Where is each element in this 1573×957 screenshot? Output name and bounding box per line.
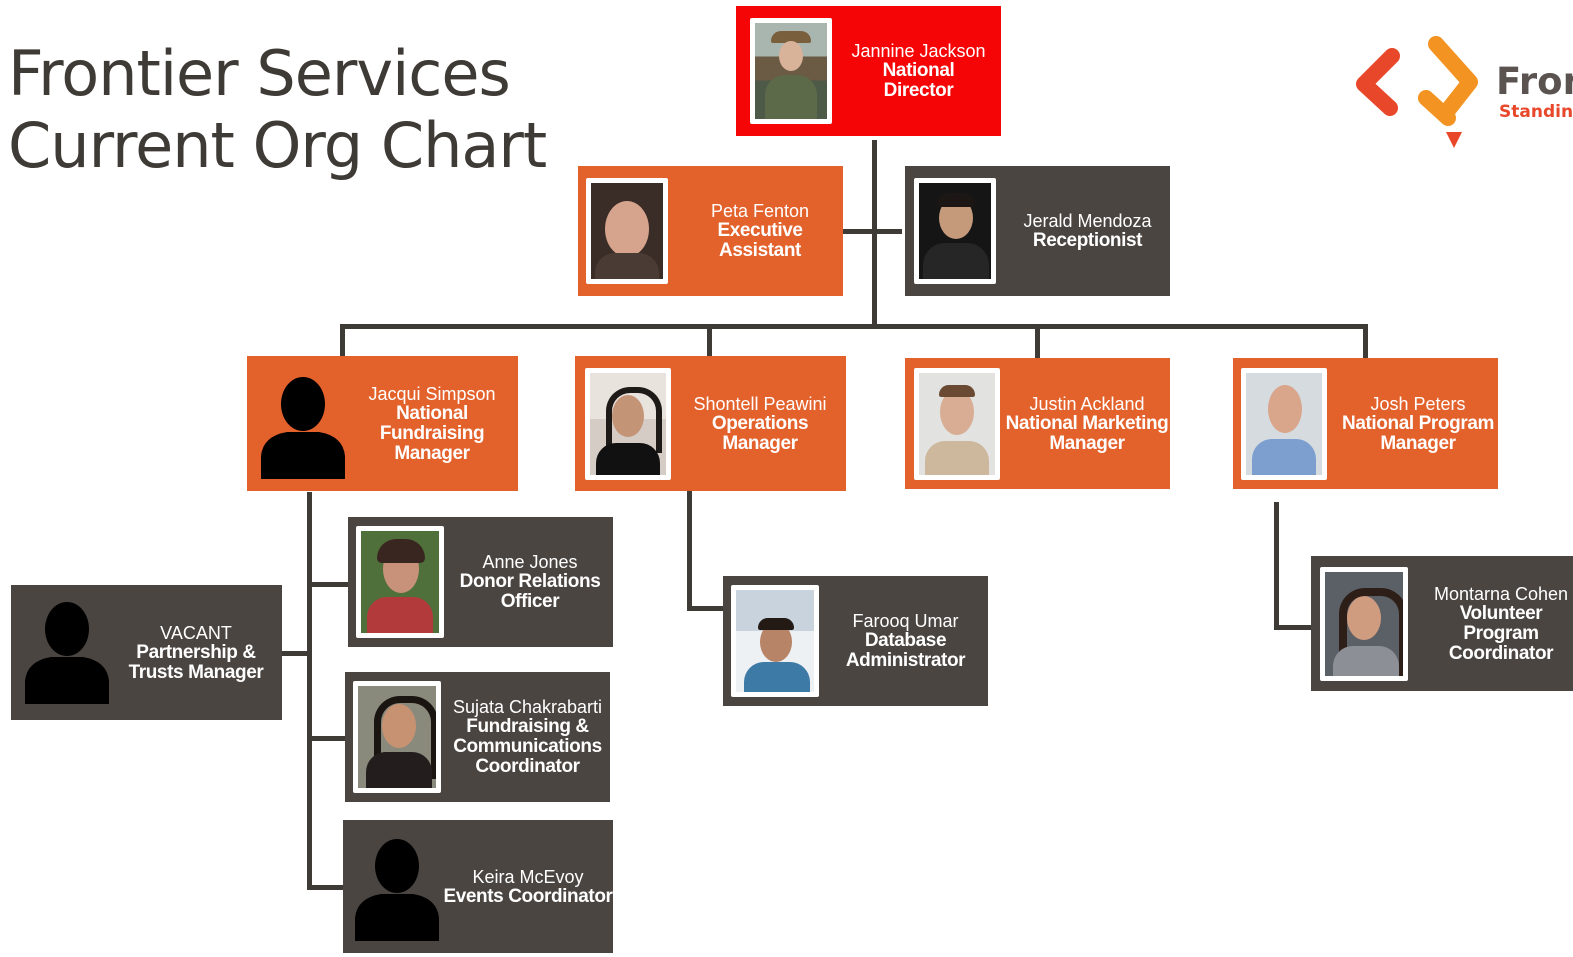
name-farooq-umar: Farooq Umar [852, 611, 959, 631]
name-anne-jones: Anne Jones [482, 552, 578, 572]
card-vacant[interactable]: VACANT Partnership & Trusts Manager [11, 585, 282, 720]
text-keira-mcevoy: Keira McEvoy Events Coordinator [443, 867, 613, 907]
card-jannine-jackson[interactable]: Jannine Jackson National Director [736, 6, 1001, 136]
name-justin-ackland: Justin Ackland [1029, 393, 1145, 414]
role-montarna-cohen: Volunteer Program Coordinator [1448, 602, 1554, 664]
name-sujata-chakrabarti: Sujata Chakrabarti [452, 697, 603, 717]
name-jannine-jackson: Jannine Jackson [851, 41, 986, 61]
connector-anne [307, 582, 349, 587]
connector-operations-trunk [687, 490, 692, 611]
connector-director-trunk [872, 140, 877, 328]
connector-program-trunk [1274, 502, 1279, 630]
person-silhouette-icon [261, 377, 345, 479]
card-jacqui-simpson[interactable]: Jacqui Simpson National Fundraising Mana… [247, 356, 518, 491]
connector-managers-bar [340, 324, 1368, 329]
role-peta-fenton: Executive Assistant [717, 220, 803, 261]
photo-jerald-mendoza [914, 178, 996, 284]
card-farooq-umar[interactable]: Farooq Umar Database Administrator [723, 576, 988, 706]
name-shontell-peawini: Shontell Peawini [693, 393, 827, 414]
text-anne-jones: Anne Jones Donor Relations Officer [446, 552, 614, 612]
role-josh-peters: National Program Manager [1342, 412, 1494, 454]
connector-drop-josh [1363, 324, 1368, 358]
name-jerald-mendoza: Jerald Mendoza [1023, 211, 1152, 231]
card-montarna-cohen[interactable]: Montarna Cohen Volunteer Program Coordin… [1311, 556, 1573, 691]
connector-sujata [307, 736, 347, 741]
text-sujata-chakrabarti: Sujata Chakrabarti Fundraising & Communi… [445, 697, 610, 777]
person-silhouette-icon [25, 602, 109, 704]
name-peta-fenton: Peta Fenton [710, 201, 810, 221]
role-jerald-mendoza: Receptionist [1032, 230, 1143, 251]
name-jacqui-simpson: Jacqui Simpson [368, 383, 496, 404]
role-sujata-chakrabarti: Fundraising & Communications Coordinator [453, 716, 602, 777]
person-silhouette-icon [355, 839, 439, 941]
chart-title-line2: Current Org Chart [8, 109, 547, 182]
photo-shontell-peawini [585, 367, 671, 480]
card-anne-jones[interactable]: Anne Jones Donor Relations Officer [348, 517, 613, 647]
name-vacant: VACANT [160, 622, 232, 643]
photo-josh-peters [1241, 367, 1327, 480]
name-montarna-cohen: Montarna Cohen [1433, 583, 1569, 604]
connector-montarna [1274, 625, 1312, 630]
connector-vacant [281, 651, 311, 656]
text-shontell-peawini: Shontell Peawini Operations Manager [679, 394, 841, 454]
text-josh-peters: Josh Peters National Program Manager [1333, 394, 1503, 454]
photo-peta-fenton [586, 178, 668, 284]
connector-fundraising-trunk [307, 492, 312, 890]
text-vacant: VACANT Partnership & Trusts Manager [121, 623, 271, 683]
connector-drop-jacqui [340, 324, 345, 356]
text-peta-fenton: Peta Fenton Executive Assistant [675, 201, 845, 261]
text-jannine-jackson: Jannine Jackson National Director [836, 41, 1001, 101]
card-josh-peters[interactable]: Josh Peters National Program Manager [1233, 358, 1498, 489]
text-jacqui-simpson: Jacqui Simpson National Fundraising Mana… [362, 384, 502, 464]
logo-name: Fron [1496, 60, 1573, 103]
photo-anne-jones [356, 526, 444, 638]
photo-justin-ackland [914, 367, 1000, 480]
chart-title-line1: Frontier Services [8, 37, 511, 110]
photo-sujata-chakrabarti [353, 681, 441, 793]
name-keira-mcevoy: Keira McEvoy [472, 866, 584, 887]
card-keira-mcevoy[interactable]: Keira McEvoy Events Coordinator [343, 820, 613, 953]
role-jannine-jackson: National Director [882, 60, 955, 101]
card-peta-fenton[interactable]: Peta Fenton Executive Assistant [578, 166, 843, 296]
role-vacant: Partnership & Trusts Manager [128, 641, 264, 683]
text-jerald-mendoza: Jerald Mendoza Receptionist [1005, 211, 1170, 251]
card-jerald-mendoza[interactable]: Jerald Mendoza Receptionist [905, 166, 1170, 296]
chart-title: Frontier Services Current Org Chart [8, 37, 547, 182]
role-keira-mcevoy: Events Coordinator [443, 885, 613, 907]
card-sujata-chakrabarti[interactable]: Sujata Chakrabarti Fundraising & Communi… [345, 672, 610, 802]
connector-farooq [687, 606, 725, 611]
connector-assistants [842, 229, 902, 234]
text-montarna-cohen: Montarna Cohen Volunteer Program Coordin… [1416, 584, 1573, 664]
connector-keira [307, 885, 345, 890]
logo-chevrons-icon [1356, 36, 1478, 148]
role-farooq-umar: Database Administrator [845, 630, 966, 671]
text-justin-ackland: Justin Ackland National Marketing Manage… [1003, 394, 1171, 454]
role-jacqui-simpson: National Fundraising Manager [379, 402, 485, 464]
logo-tagline: Standin [1499, 102, 1573, 122]
connector-drop-justin [1035, 324, 1040, 358]
role-anne-jones: Donor Relations Officer [459, 571, 601, 612]
photo-montarna-cohen [1320, 566, 1408, 681]
card-justin-ackland[interactable]: Justin Ackland National Marketing Manage… [905, 358, 1170, 489]
role-shontell-peawini: Operations Manager [711, 412, 809, 454]
frontier-services-logo: Fron Standin [1352, 36, 1573, 156]
name-josh-peters: Josh Peters [1370, 393, 1466, 414]
photo-farooq-umar [731, 585, 819, 697]
card-shontell-peawini[interactable]: Shontell Peawini Operations Manager [575, 356, 846, 491]
text-farooq-umar: Farooq Umar Database Administrator [823, 611, 988, 671]
connector-drop-shontell [707, 324, 712, 356]
role-justin-ackland: National Marketing Manager [1005, 412, 1169, 454]
photo-jannine-jackson [750, 18, 832, 124]
